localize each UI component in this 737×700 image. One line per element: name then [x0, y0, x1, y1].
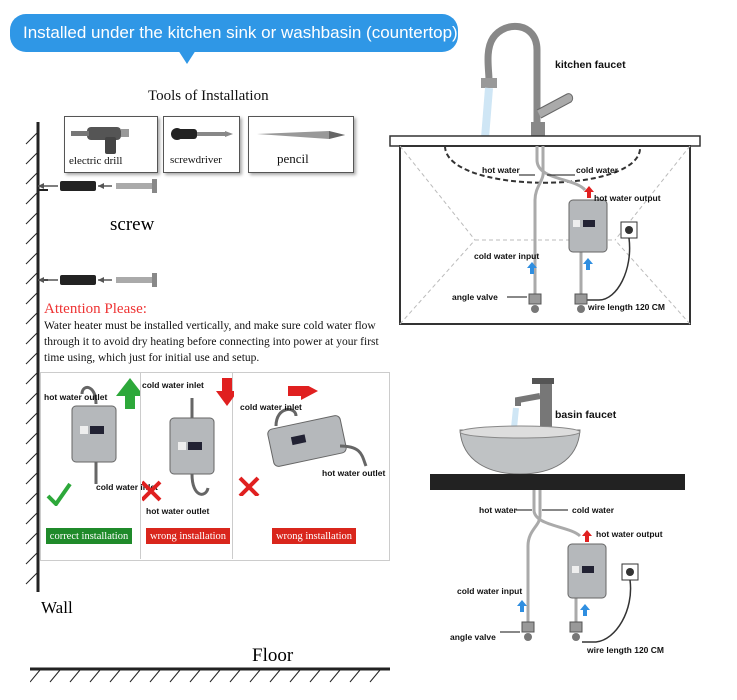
wall-label: Wall: [41, 598, 73, 617]
label-cold-water-inlet: cold water inlet: [142, 380, 204, 390]
floor-hatching: [30, 667, 390, 683]
status-badge-correct: correct installation: [46, 528, 132, 544]
label-cold-water-inlet: cold water inlet: [96, 482, 158, 492]
tool-label-drill: electric drill: [69, 155, 123, 167]
panel-divider: [140, 372, 141, 559]
kitchen-angle-valve-label: angle valve: [452, 292, 498, 302]
tool-card-drill: electric drill: [64, 116, 158, 173]
panel-divider: [232, 372, 233, 559]
basin-cold-water-label: cold water: [572, 505, 615, 515]
heater-correct: [46, 378, 140, 506]
basin-angle-valve-label: angle valve: [450, 632, 496, 642]
tool-label-pencil: pencil: [277, 151, 309, 166]
kitchen-wire-length-label: wire length 120 CM: [588, 302, 665, 312]
drill-icon: [71, 127, 129, 154]
anchor-screw-bottom: [38, 273, 157, 287]
banner-tail: [178, 50, 196, 64]
label-hot-water-outlet: hot water outlet: [146, 506, 210, 516]
status-badge-wrong: wrong installation: [272, 528, 356, 544]
kitchen-hot-water-output-label: hot water output: [594, 193, 661, 203]
kitchen-cold-water-input-label: cold water input: [474, 251, 540, 261]
tool-card-pencil: pencil: [248, 116, 354, 173]
basin-faucet-label: basin faucet: [555, 409, 617, 421]
tools-title: Tools of Installation: [148, 88, 269, 104]
attention-title: Attention Please:: [44, 301, 147, 317]
banner-text: Installed under the kitchen sink or wash…: [23, 23, 458, 42]
kitchen-hot-water-label: hot water: [482, 165, 520, 175]
basin-hot-water-label: hot water: [479, 505, 517, 515]
screw-label: screw: [110, 214, 155, 235]
attention-text: Water heater must be installed verticall…: [44, 320, 379, 364]
basin-hot-water-output-label: hot water output: [596, 529, 663, 539]
kitchen-sink-diagram: [389, 22, 701, 325]
label-hot-water-outlet: hot water outlet: [44, 392, 108, 402]
heater-upside-down: [142, 378, 234, 502]
anchor-screw-top: [38, 179, 157, 193]
basin-wire-length-label: wire length 120 CM: [587, 645, 664, 655]
kitchen-cold-water-label: cold water: [576, 165, 619, 175]
kitchen-faucet-label: kitchen faucet: [555, 59, 626, 71]
floor-label: Floor: [252, 645, 294, 666]
tool-card-screwdriver: screwdriver: [163, 116, 240, 173]
screwdriver-icon: [171, 128, 233, 140]
wall-hatching: [25, 122, 48, 592]
pencil-icon: [257, 131, 345, 139]
label-cold-water-inlet: cold water inlet: [240, 402, 302, 412]
tool-label-screwdriver: screwdriver: [170, 154, 222, 166]
status-badge-wrong: wrong installation: [146, 528, 230, 544]
basin-diagram: [430, 378, 685, 643]
basin-cold-water-input-label: cold water input: [457, 586, 523, 596]
label-hot-water-outlet: hot water outlet: [322, 468, 386, 478]
heater-horizontal: [238, 386, 368, 496]
banner: Installed under the kitchen sink or wash…: [10, 14, 458, 52]
